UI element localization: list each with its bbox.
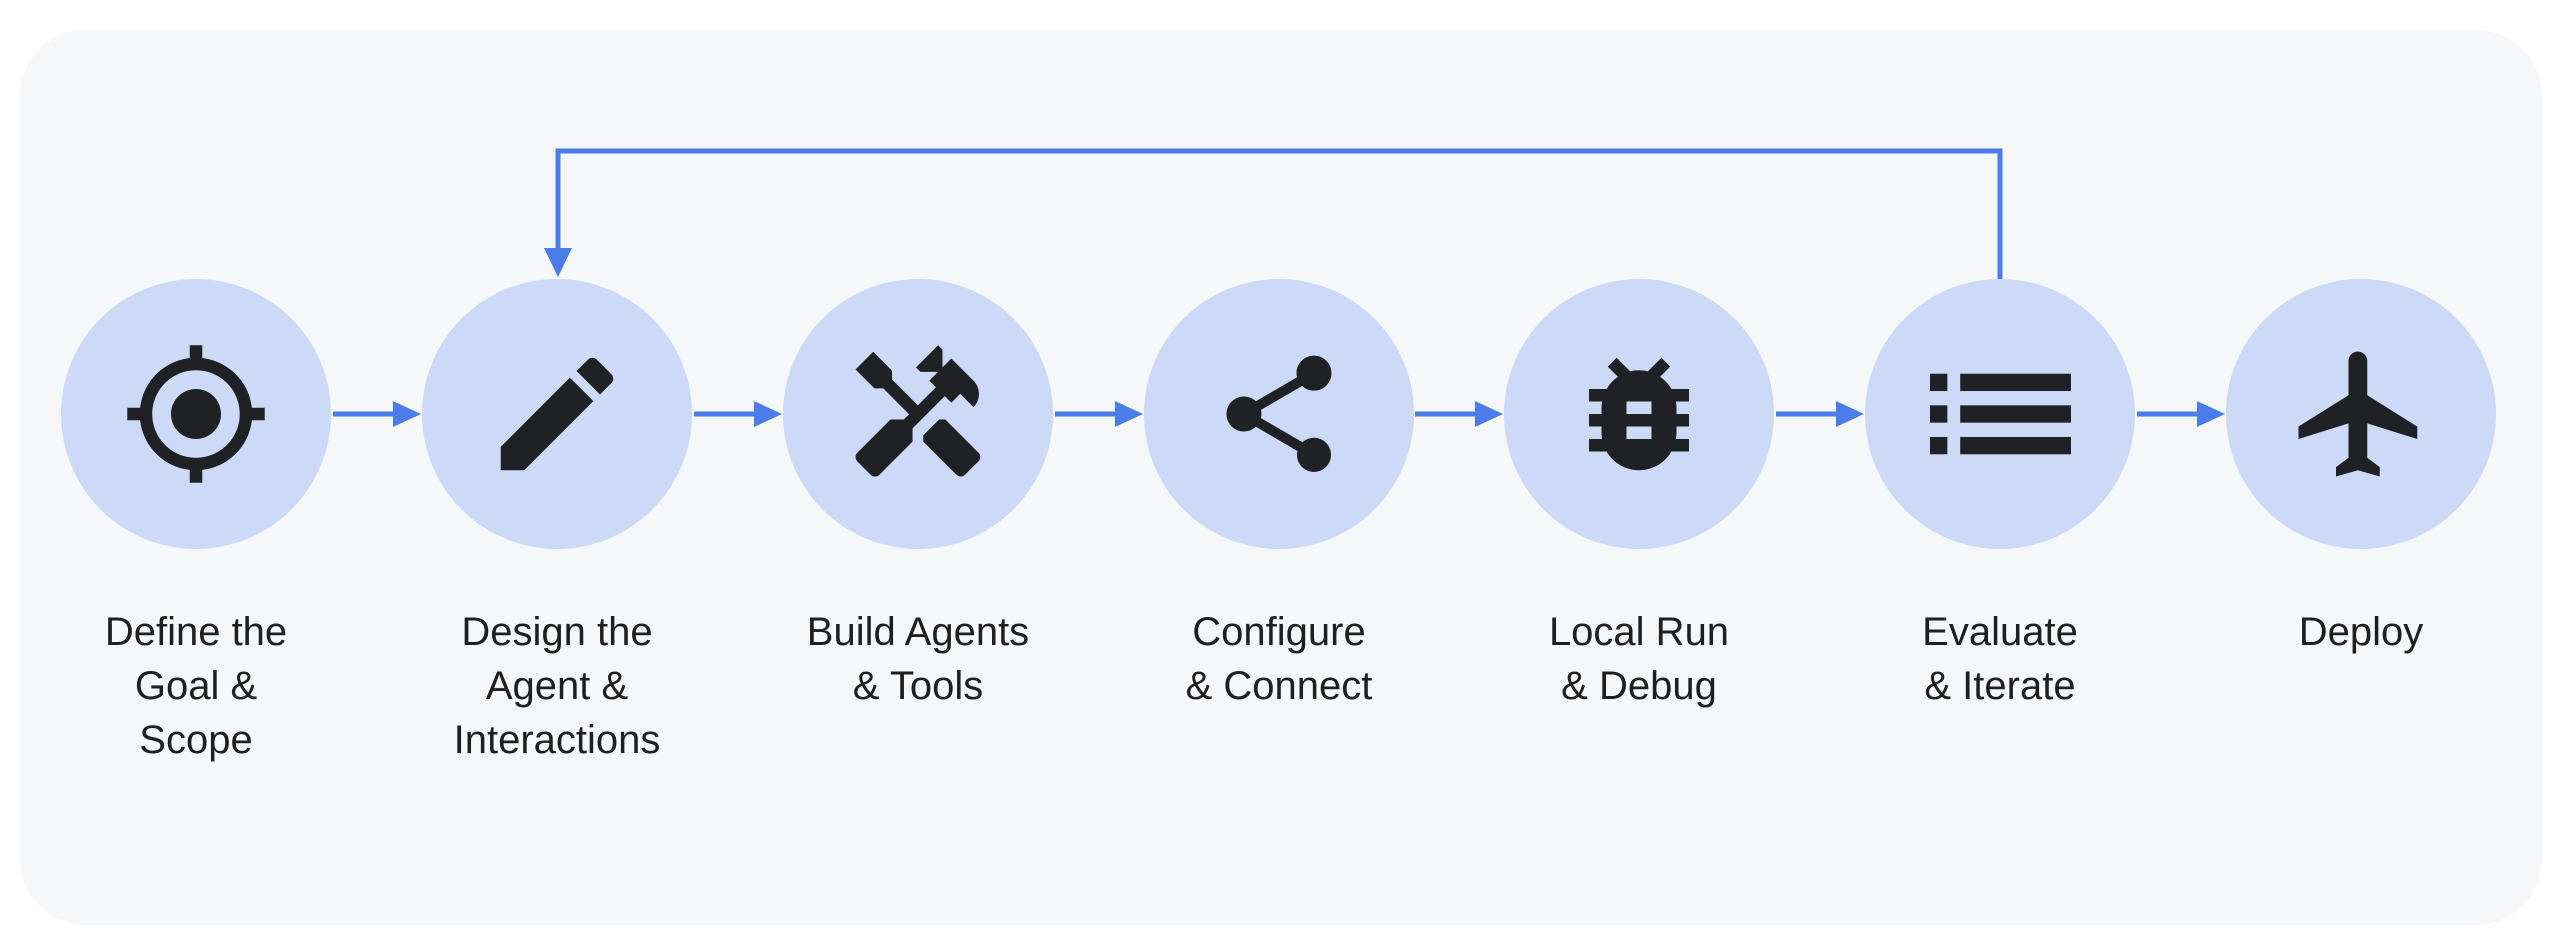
step-evaluate-iterate: Evaluate & Iterate xyxy=(1830,279,2170,713)
step-label: Deploy xyxy=(2298,610,2424,654)
step-design-agent-interactions: Design the Agent & Interactions xyxy=(387,279,727,767)
step-circle xyxy=(783,279,1053,549)
step-label: Design the Agent & Interactions xyxy=(453,610,661,762)
list-icon xyxy=(1929,373,2071,455)
step-label: Define the Goal & Scope xyxy=(104,610,288,762)
share-icon xyxy=(1226,355,1332,472)
step-circle xyxy=(2226,279,2496,549)
hammer-wrench-icon xyxy=(855,345,981,477)
step-circle xyxy=(61,279,331,549)
target-icon xyxy=(127,345,265,483)
step-label: Build Agents & Tools xyxy=(806,610,1030,708)
pencil-icon xyxy=(500,357,614,471)
airplane-icon xyxy=(2298,351,2418,477)
bug-icon xyxy=(1589,357,1689,471)
step-label: Evaluate & Iterate xyxy=(1922,610,2078,708)
step-define-goal-scope: Define the Goal & Scope xyxy=(26,279,366,767)
step-label: Configure & Connect xyxy=(1185,610,1373,708)
step-circle xyxy=(1144,279,1414,549)
step-circle xyxy=(1865,279,2135,549)
step-configure-connect: Configure & Connect xyxy=(1109,279,1449,713)
step-circle xyxy=(1504,279,1774,549)
step-local-run-debug: Local Run & Debug xyxy=(1469,279,1809,713)
step-build-agents-tools: Build Agents & Tools xyxy=(748,279,1088,713)
step-circle xyxy=(422,279,692,549)
step-label: Local Run & Debug xyxy=(1548,610,1730,708)
step-deploy: Deploy xyxy=(2191,279,2531,659)
